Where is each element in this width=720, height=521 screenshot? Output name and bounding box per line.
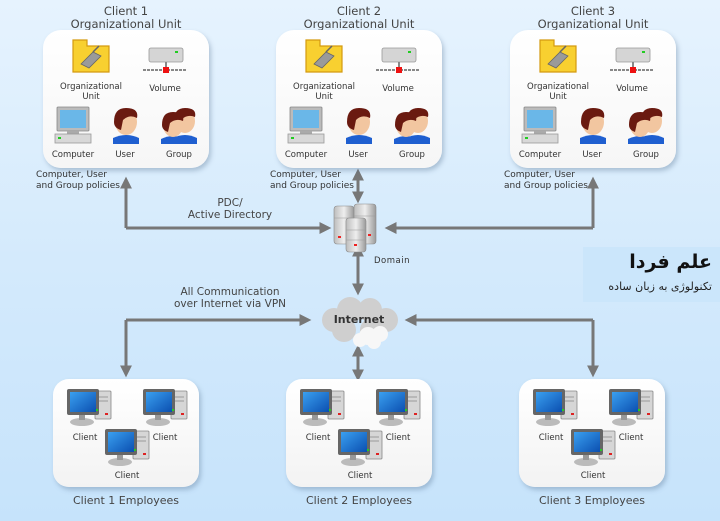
group-label: Group	[633, 150, 659, 160]
internet-label: Internet	[333, 313, 385, 326]
group-icon[interactable]	[626, 106, 668, 144]
client-pc-icon[interactable]	[298, 387, 348, 427]
brand-tagline: تکنولوژی به زبان ساده	[608, 280, 712, 293]
employee-box[interactable]: Client Client Client	[286, 379, 432, 487]
client-pc-icon[interactable]	[374, 387, 424, 427]
vpn-line1: All Communication	[180, 286, 280, 298]
policy-line2: and Group policies	[504, 181, 588, 191]
group-label: Group	[399, 150, 425, 160]
group-icon[interactable]	[159, 106, 201, 144]
org-unit-title: Client 3 Organizational Unit	[510, 5, 676, 31]
computer-icon[interactable]	[520, 106, 560, 144]
org-unit-title-line1: Client 1	[103, 4, 149, 18]
client-label: Client	[72, 433, 98, 443]
client-label: Client	[580, 471, 606, 481]
pdc-label: PDC/ Active Directory	[170, 197, 290, 221]
org-unit-title: Client 2 Organizational Unit	[276, 5, 442, 31]
client-label: Client	[347, 471, 373, 481]
user-label: User	[115, 150, 135, 160]
client-pc-icon[interactable]	[336, 427, 386, 467]
computer-label: Computer	[284, 150, 328, 160]
user-label: User	[582, 150, 602, 160]
computer-label: Computer	[518, 150, 562, 160]
volume-icon[interactable]	[374, 46, 422, 76]
organizational-unit-label: Organizational Unit	[60, 82, 122, 102]
volume-label: Volume	[149, 84, 181, 94]
user-icon[interactable]	[342, 106, 376, 144]
org-unit-title-line1: Client 2	[336, 4, 382, 18]
policy-label: Computer, User and Group policies	[36, 170, 120, 192]
org-unit-box[interactable]: Organizational Unit Volume Computer	[43, 30, 209, 168]
client-pc-icon[interactable]	[607, 387, 657, 427]
org-unit-title: Client 1 Organizational Unit	[43, 5, 209, 31]
internet-cloud-icon[interactable]	[312, 292, 406, 352]
employee-box[interactable]: Client Client Client	[53, 379, 199, 487]
policy-line1: Computer, User	[36, 170, 107, 180]
client-label: Client	[305, 433, 331, 443]
volume-label: Volume	[382, 84, 414, 94]
computer-icon[interactable]	[286, 106, 326, 144]
organizational-unit-icon[interactable]	[71, 38, 111, 74]
volume-icon[interactable]	[141, 46, 189, 76]
pdc-line2: Active Directory	[187, 209, 273, 221]
pdc-line1: PDC/	[217, 197, 243, 209]
computer-icon[interactable]	[53, 106, 93, 144]
user-icon[interactable]	[576, 106, 610, 144]
client-label: Client	[152, 433, 178, 443]
org-unit-box[interactable]: Organizational Unit Volume Computer	[276, 30, 442, 168]
org-unit-box[interactable]: Organizational Unit Volume Computer	[510, 30, 676, 168]
domain-label: Domain	[374, 256, 410, 266]
org-unit-title-line2: Organizational Unit	[70, 17, 182, 31]
employee-group-title: Client 3 Employees	[538, 494, 646, 507]
client-pc-icon[interactable]	[141, 387, 191, 427]
client-pc-icon[interactable]	[569, 427, 619, 467]
client-label: Client	[385, 433, 411, 443]
policy-line2: and Group policies	[36, 181, 120, 191]
employee-group-title: Client 2 Employees	[305, 494, 413, 507]
vpn-line2: over Internet via VPN	[173, 298, 287, 310]
policy-line1: Computer, User	[504, 170, 575, 180]
organizational-unit-label: Organizational Unit	[527, 82, 589, 102]
employee-box[interactable]: Client Client Client	[519, 379, 665, 487]
client-pc-icon[interactable]	[65, 387, 115, 427]
org-unit-title-line2: Organizational Unit	[537, 17, 649, 31]
vpn-label: All Communication over Internet via VPN	[160, 286, 300, 310]
org-unit-title-line2: Organizational Unit	[303, 17, 415, 31]
volume-label: Volume	[616, 84, 648, 94]
organizational-unit-label: Organizational Unit	[293, 82, 355, 102]
computer-label: Computer	[51, 150, 95, 160]
client-pc-icon[interactable]	[103, 427, 153, 467]
policy-line2: and Group policies	[270, 181, 354, 191]
user-icon[interactable]	[109, 106, 143, 144]
organizational-unit-icon[interactable]	[538, 38, 578, 74]
org-unit-title-line1: Client 3	[570, 4, 616, 18]
client-label: Client	[618, 433, 644, 443]
brand-box: علم فردا تکنولوژی به زبان ساده	[583, 247, 720, 302]
group-icon[interactable]	[392, 106, 434, 144]
organizational-unit-icon[interactable]	[304, 38, 344, 74]
domain-server-icon[interactable]	[330, 200, 386, 254]
brand-name: علم فردا	[629, 251, 712, 273]
user-label: User	[348, 150, 368, 160]
group-label: Group	[166, 150, 192, 160]
client-pc-icon[interactable]	[531, 387, 581, 427]
client-label: Client	[538, 433, 564, 443]
employee-group-title: Client 1 Employees	[72, 494, 180, 507]
policy-label: Computer, User and Group policies	[270, 170, 354, 192]
volume-icon[interactable]	[608, 46, 656, 76]
client-label: Client	[114, 471, 140, 481]
policy-label: Computer, User and Group policies	[504, 170, 588, 192]
policy-line1: Computer, User	[270, 170, 341, 180]
